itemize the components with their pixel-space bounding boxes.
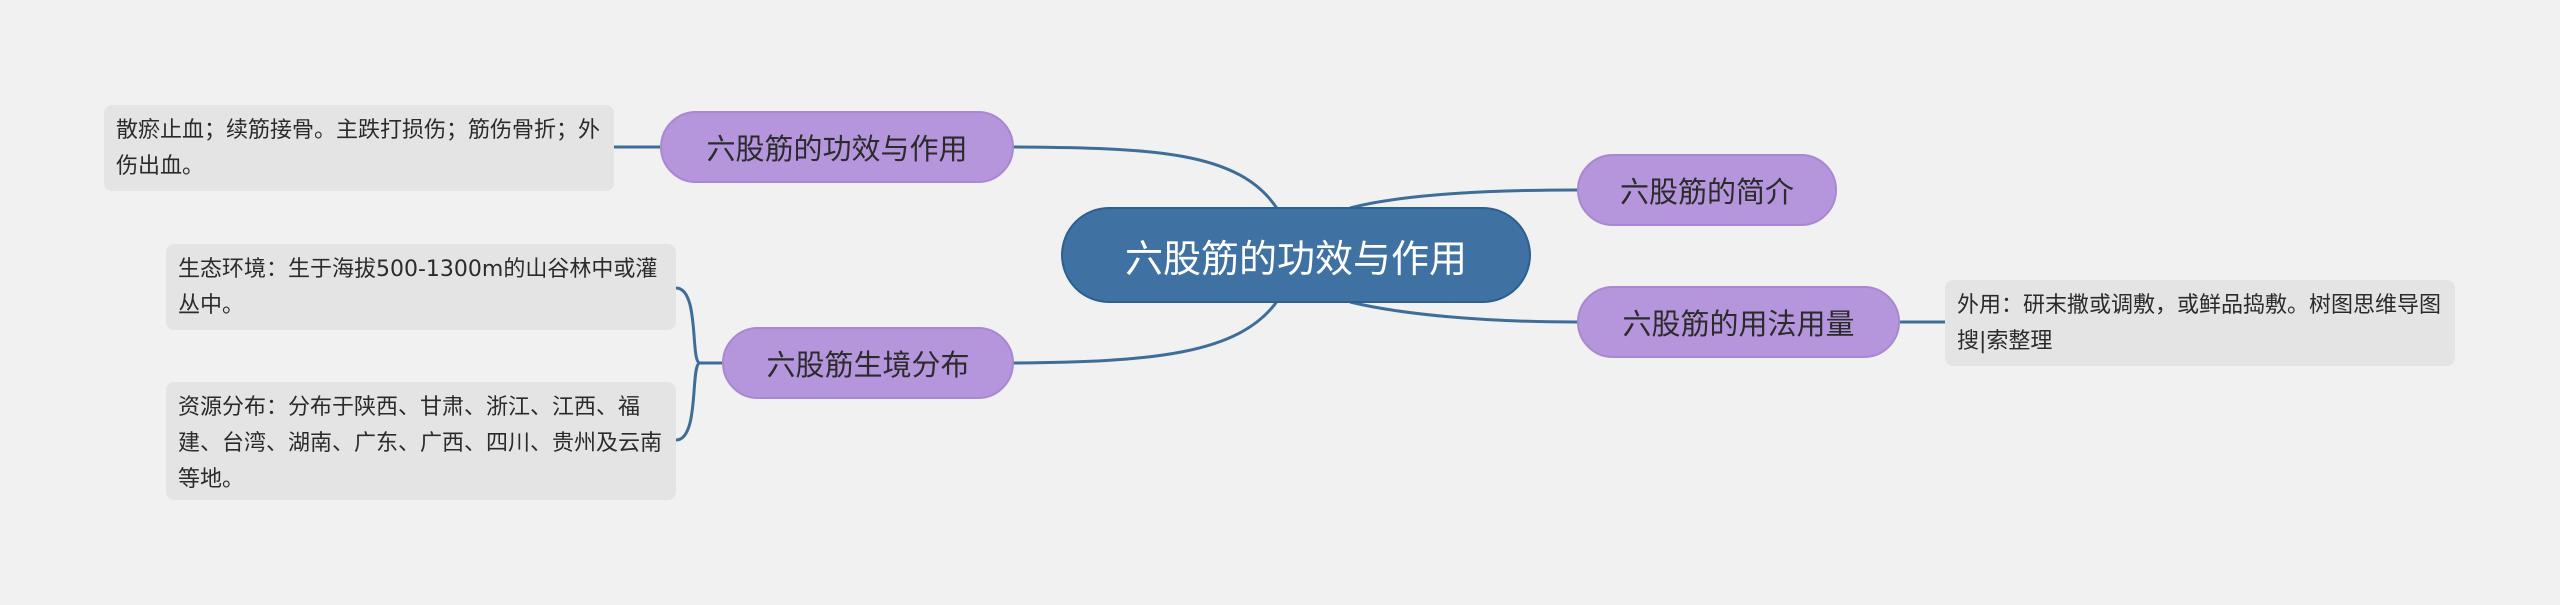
link-habitat-bracket [675, 286, 722, 442]
root-node[interactable]: 六股筋的功效与作用 [1061, 207, 1531, 303]
link-root-efficacy [1011, 145, 1280, 211]
branch-intro[interactable]: 六股筋的简介 [1577, 154, 1837, 226]
leaf-efficacy[interactable]: 散瘀止血；续筋接骨。主跌打损伤；筋伤骨折；外伤出血。 [104, 105, 614, 191]
branch-efficacy[interactable]: 六股筋的功效与作用 [660, 111, 1014, 183]
link-root-intro [1349, 188, 1578, 210]
branch-habitat[interactable]: 六股筋生境分布 [722, 327, 1014, 399]
link-root-habitat [1011, 299, 1280, 365]
leaf-environment[interactable]: 生态环境：生于海拔500-1300m的山谷林中或灌丛中。 [166, 244, 676, 330]
branch-usage[interactable]: 六股筋的用法用量 [1577, 286, 1900, 358]
leaf-usage[interactable]: 外用：研末撒或调敷，或鲜品捣敷。树图思维导图搜|索整理 [1945, 280, 2455, 366]
leaf-distribution[interactable]: 资源分布：分布于陕西、甘肃、浙江、江西、福建、台湾、湖南、广东、广西、四川、贵州… [166, 382, 676, 500]
link-root-usage [1349, 300, 1578, 324]
